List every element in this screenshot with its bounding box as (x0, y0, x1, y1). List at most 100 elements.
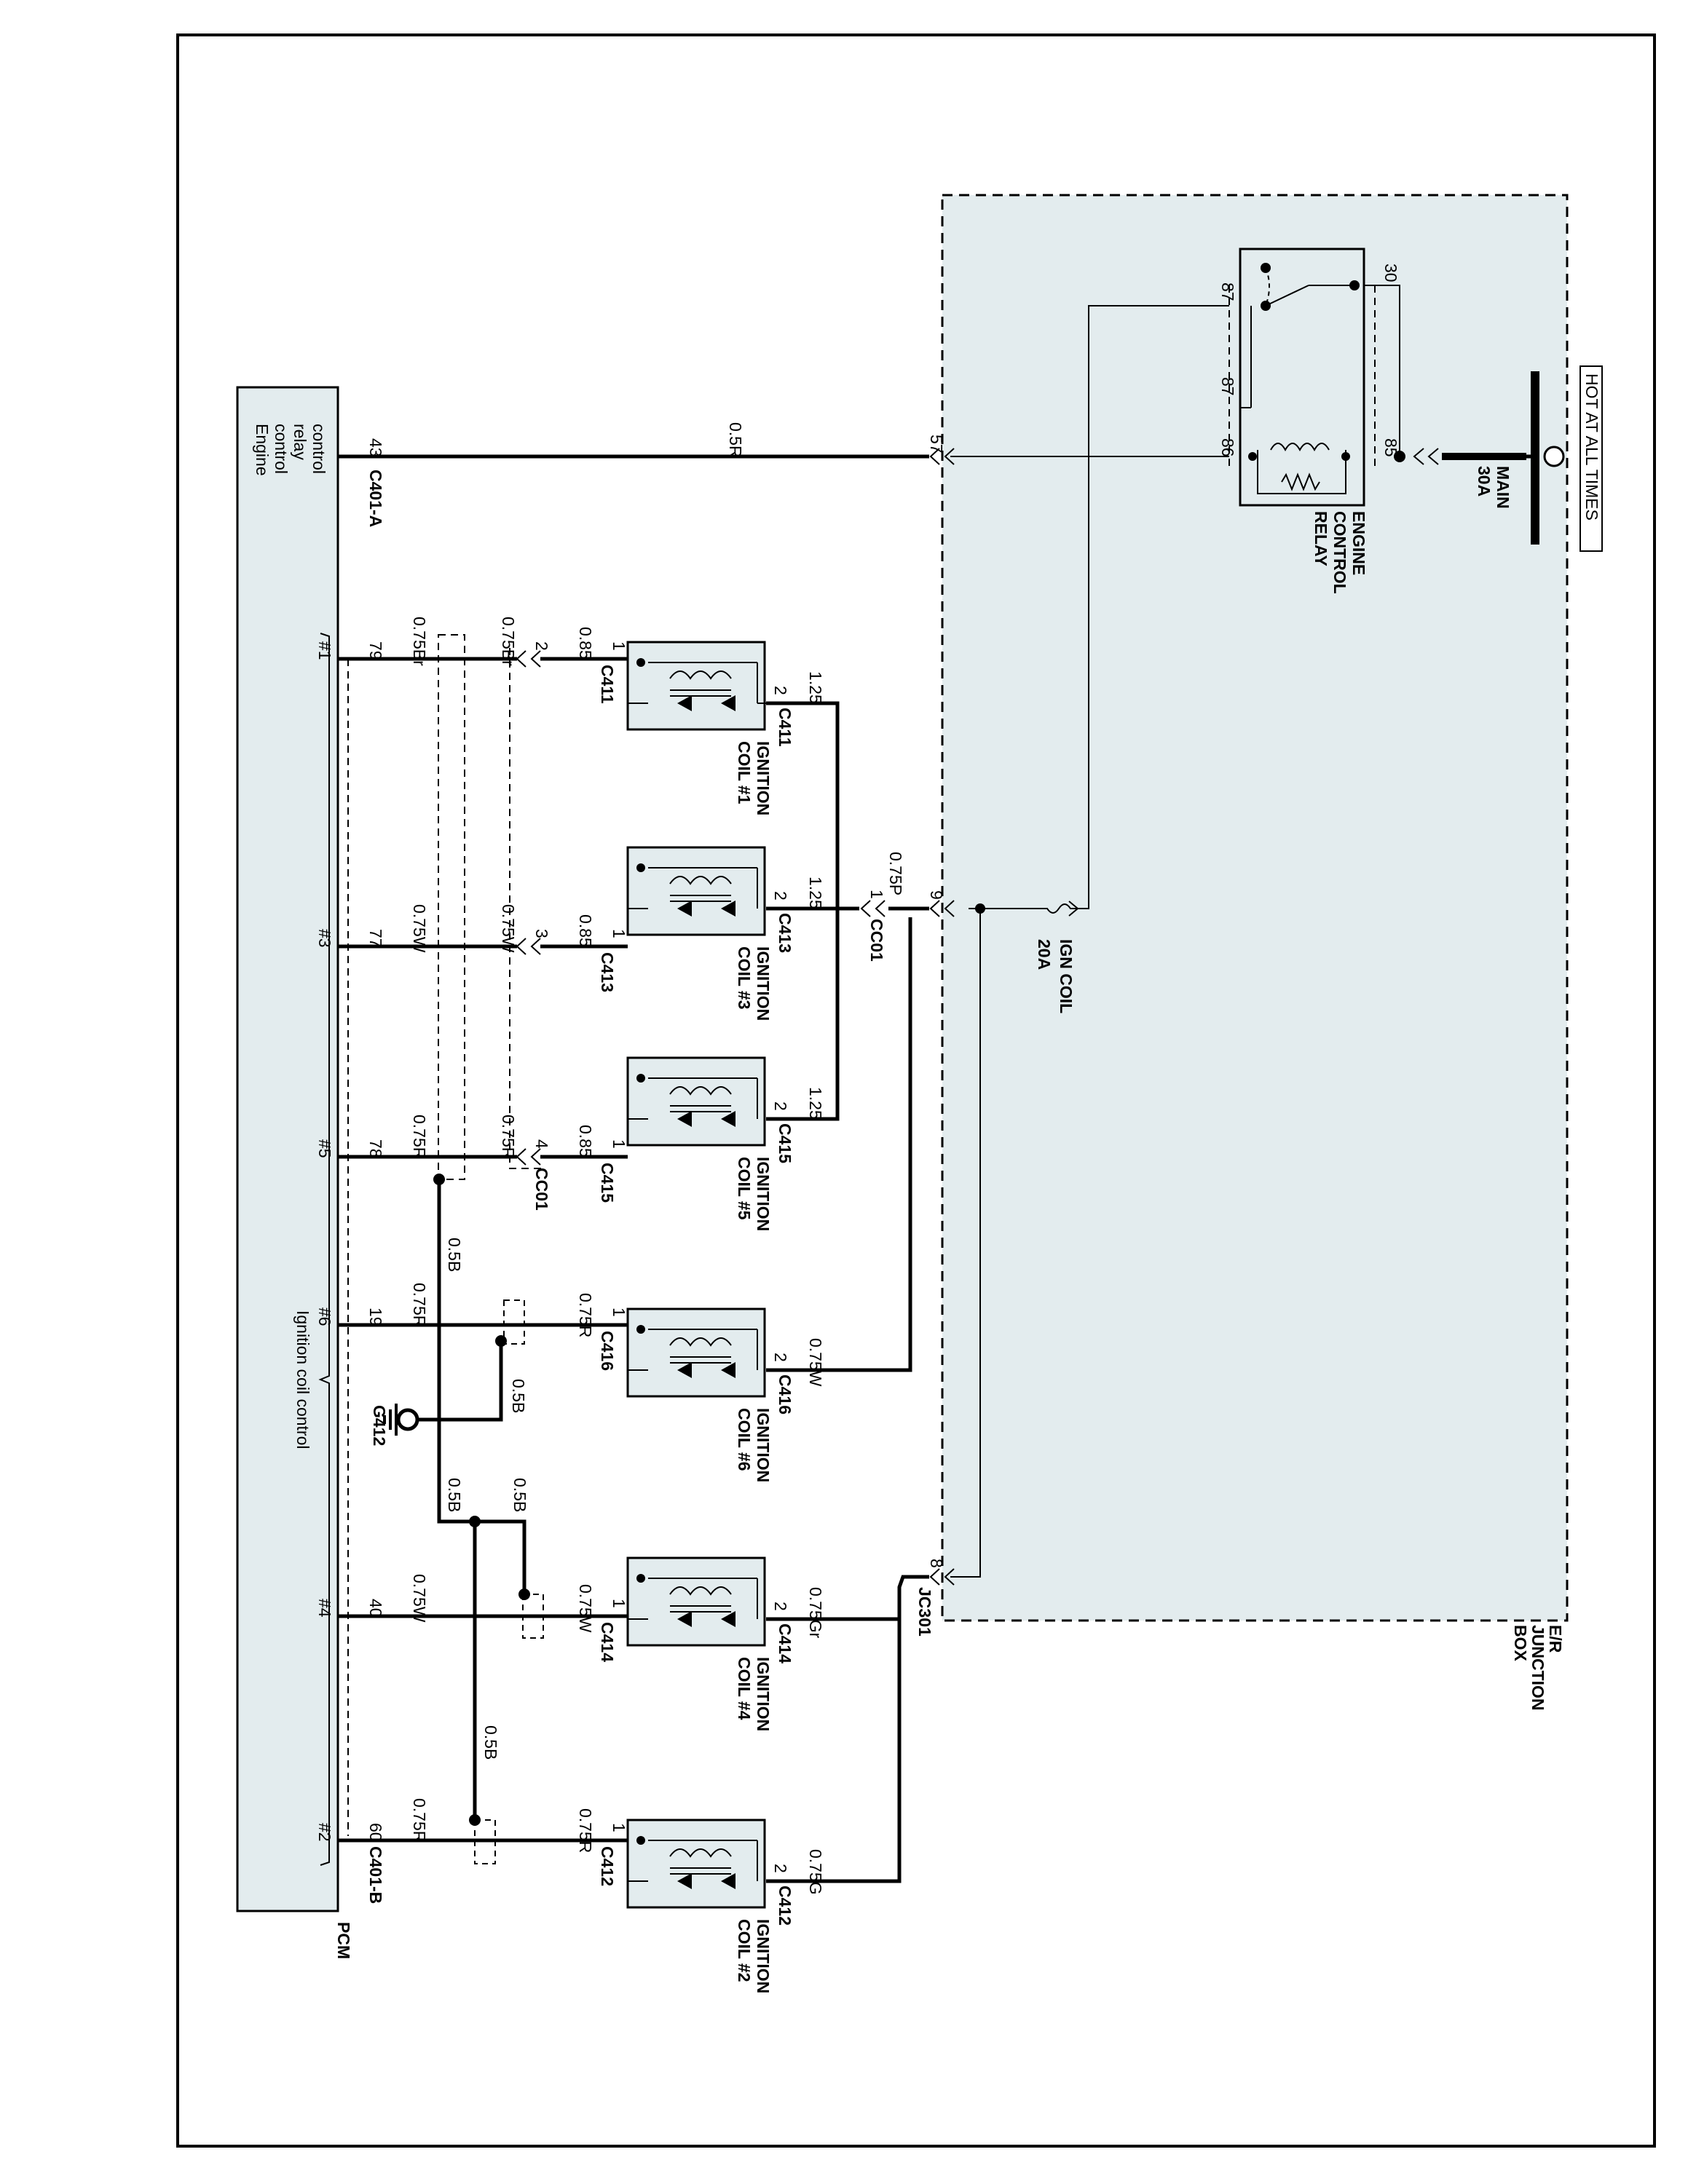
coil-1-conn-signal: C411 (598, 665, 617, 704)
coil-2-name-line2: COIL #3 (735, 946, 754, 1010)
ground-g412 (383, 1404, 419, 1436)
coil-2-pcm-pin: 77 (366, 929, 385, 948)
coil-5-supply-wire: 0.75Gr (806, 1587, 825, 1639)
coil-2-conn-supply: C413 (776, 913, 794, 953)
coil-6-coil-wire: 0.75R (576, 1808, 595, 1853)
ground-name: G412 (370, 1405, 389, 1446)
coil-2-pcm-wire: 0.75W (410, 904, 429, 953)
coil-2-mid-wire: 0.75W (499, 904, 518, 953)
coil-2-name-line1: IGNITION (754, 946, 773, 1021)
coil-4-conn-signal: C416 (598, 1331, 617, 1371)
coil-2-coil-wire: 0.85 (576, 914, 595, 947)
pcm-relay-ctrl-line3: relay (291, 424, 309, 460)
coil-1-pin1: 1 (610, 641, 628, 651)
coil-1-mid-wire: 0.75Br (499, 617, 518, 666)
coil-6-pcm-ch: #2 (315, 1823, 334, 1842)
coil-1-pcm-ch: #1 (315, 641, 334, 660)
ground-wire-4: 0.5B (510, 1478, 529, 1512)
coil-2-pin1: 1 (610, 929, 628, 938)
coil-3-pin1: 1 (610, 1139, 628, 1149)
coil-4-pin1: 1 (610, 1307, 628, 1317)
coil-1-mid-pin: 2 (532, 641, 551, 651)
coil-6-name-line1: IGNITION (754, 1919, 773, 1993)
cc01-pin1: 1 (867, 890, 886, 899)
cc01-wire-label: 0.75P (886, 852, 905, 895)
jb-name-2: JUNCTION (1529, 1625, 1547, 1711)
coil-5-conn-signal: C414 (598, 1622, 617, 1662)
relay-pin-86: 86 (1218, 438, 1237, 457)
coil-3-conn-supply: C415 (776, 1123, 794, 1163)
pcm-relay-ctrl-line4: control (309, 424, 328, 474)
coil-4-pcm-pin: 19 (366, 1307, 385, 1326)
pcm-conn-b: C401-B (366, 1846, 385, 1904)
coil-3-pcm-ch: #5 (315, 1139, 334, 1158)
coil-6-pcm-wire: 0.75R (410, 1798, 429, 1843)
coil-3-pcm-wire: 0.75R (410, 1115, 429, 1159)
coil-5-pin2: 2 (771, 1602, 790, 1611)
pcm-coil-ctrl-label: Ignition coil control (293, 1310, 312, 1449)
pcm-box (236, 386, 339, 1912)
coil-5-pcm-pin: 40 (366, 1599, 385, 1618)
coil-6-pin1: 1 (610, 1823, 628, 1832)
jb-jc301: JC301 (915, 1587, 934, 1637)
ignition-coil-3 (626, 846, 766, 936)
jb-pin-8: 8 (927, 1559, 946, 1568)
coil-1-name-line2: COIL #1 (735, 741, 754, 804)
coil-2-conn-signal: C413 (598, 952, 617, 992)
coil-1-pcm-wire: 0.75Br (410, 617, 429, 666)
ignition-coil-5 (626, 1056, 766, 1147)
coil-1-conn-supply: C411 (776, 708, 794, 747)
ground-wire-2: 0.5B (509, 1379, 528, 1413)
jb-pin-57: 57 (927, 435, 946, 454)
coil-3-name-line2: COIL #5 (735, 1157, 754, 1220)
coil-4-name-line1: IGNITION (754, 1408, 773, 1482)
ignition-coil-6 (626, 1307, 766, 1398)
coil-6-conn-supply: C412 (776, 1886, 794, 1926)
coil-4-pcm-ch: #6 (315, 1307, 334, 1326)
coil-1-pin2: 2 (771, 686, 790, 695)
ground-wire-3: 0.5B (445, 1478, 464, 1512)
relay-name-1: ENGINE (1349, 511, 1368, 575)
coil-4-name-line2: COIL #6 (735, 1408, 754, 1471)
coil-4-conn-supply: C416 (776, 1374, 794, 1415)
ignition-coil-2 (626, 1819, 766, 1909)
coil-4-pcm-wire: 0.75R (410, 1283, 429, 1327)
coil-2-supply-wire: 1.25 (806, 877, 825, 909)
coil-6-name-line2: COIL #2 (735, 1919, 754, 1982)
coil-2-pcm-ch: #3 (315, 929, 334, 948)
cc01-name-top: CC01 (867, 919, 886, 962)
pcm-relay-pin: 43 (366, 438, 385, 457)
relay-name-2: CONTROL (1330, 511, 1349, 594)
pcm-conn-a: C401-A (366, 470, 385, 527)
coil-5-pcm-wire: 0.75W (410, 1574, 429, 1623)
relay-name-3: RELAY (1312, 511, 1330, 566)
coil-2-mid-pin: 3 (532, 929, 551, 938)
coil-5-conn-supply: C414 (776, 1623, 794, 1663)
coil-4-supply-wire: 0.75W (806, 1338, 825, 1387)
main-fuse-name: MAIN (1494, 466, 1513, 509)
coil-6-pin2: 2 (771, 1864, 790, 1873)
jb-name-3: BOX (1511, 1625, 1530, 1662)
ground-wire-5: 0.5B (481, 1725, 500, 1760)
engine-control-relay (1239, 248, 1365, 507)
coil-3-pcm-pin: 78 (366, 1139, 385, 1158)
coil-4-coil-wire: 0.75R (576, 1293, 595, 1337)
coil-3-supply-wire: 1.25 (806, 1087, 825, 1120)
ign-fuse-rating: 20A (1035, 939, 1054, 970)
pcm-name: PCM (334, 1922, 353, 1959)
coil-6-pcm-pin: 60 (366, 1823, 385, 1842)
coil-5-name-line1: IGNITION (754, 1657, 773, 1731)
coil-3-coil-wire: 0.85 (576, 1125, 595, 1158)
coil-1-pcm-pin: 79 (366, 641, 385, 660)
coil-1-coil-wire: 0.85 (576, 627, 595, 660)
coil-1-name-line1: IGNITION (754, 741, 773, 815)
coil-6-supply-wire: 0.75G (806, 1849, 825, 1895)
ground-wire-1: 0.5B (445, 1238, 464, 1272)
coil-4-pin2: 2 (771, 1353, 790, 1362)
relay-pin-87b: 87 (1218, 377, 1237, 396)
page-frame (176, 33, 1656, 2148)
pcm-relay-ctrl-line2: control (272, 424, 291, 474)
coil-5-pcm-ch: #4 (315, 1599, 334, 1618)
